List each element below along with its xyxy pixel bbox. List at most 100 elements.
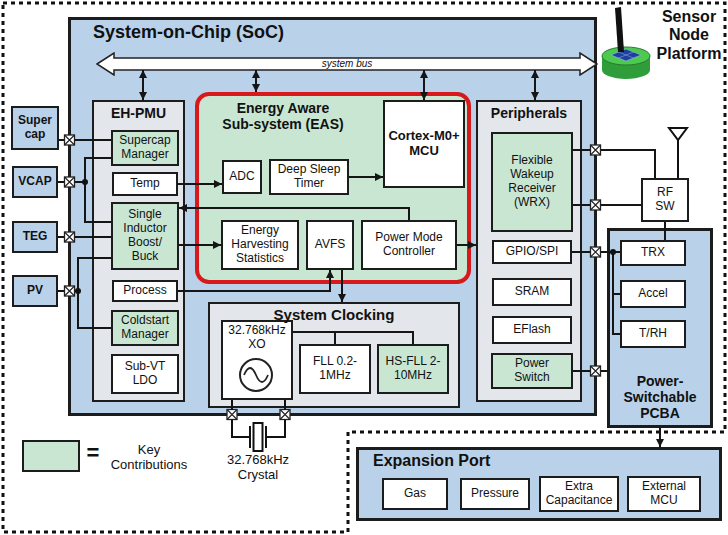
box-label: AVFS (315, 238, 345, 252)
pcba-block: Power-Switchable PCBA TRX AccelT/RH (607, 228, 713, 428)
source-box: Super cap (11, 106, 59, 150)
box-label: T/RH (639, 327, 667, 341)
antenna-symbol (669, 128, 687, 178)
box-label: TRX (641, 246, 665, 260)
crystal-symbol (232, 420, 285, 438)
box-label: PV (27, 284, 43, 298)
block-title: Energy Aware Sub-system (EAS) (221, 100, 345, 132)
box-label: Flexible Wakeup Receiver (WRX) (496, 154, 568, 209)
function-box: Energy Harvesting Statistics (221, 220, 299, 270)
function-box: T/RH (620, 320, 686, 348)
box-label: Sub-VT LDO (116, 360, 174, 388)
bus-label: system bus (322, 59, 373, 69)
function-box: Temp (112, 172, 178, 196)
box-label: Power Mode Controller (366, 231, 452, 259)
function-box: Cortex-M0+ MCU (383, 100, 465, 188)
box-label: HS-FLL 2-10MHz (382, 355, 444, 383)
legend-label: Key Contributions (102, 443, 196, 473)
box-label: Coldstart Manager (116, 314, 174, 342)
box-label: EFlash (513, 323, 550, 337)
function-box: 32.768kHz XO (221, 320, 293, 400)
device-illustration (602, 47, 650, 65)
function-box: Process (112, 280, 178, 302)
block-title: System-on-Chip (SoC) (93, 22, 353, 43)
device-illustration (615, 7, 624, 52)
function-box: ADC (222, 160, 262, 194)
function-box: Extra Capacitance (539, 476, 619, 512)
box-label: ADC (229, 170, 254, 184)
function-box: External MCU (627, 476, 701, 512)
peripheral-block: PeripheralsFlexible Wakeup Receiver (WRX… (476, 100, 582, 402)
function-box: Power Mode Controller (361, 220, 457, 270)
oscillator-symbol (236, 355, 276, 395)
box-label: FLL 0.2-1MHz (304, 355, 366, 383)
device-illustration (602, 61, 650, 79)
box-label: External MCU (632, 480, 696, 508)
box-label: Gas (404, 487, 426, 501)
function-box: TRX (620, 240, 686, 266)
function-box: Power Switch (491, 353, 573, 389)
function-box: Deep Sleep Timer (269, 159, 349, 195)
bus-arrow (97, 53, 597, 75)
crystal-symbol (250, 426, 266, 448)
function-box: RF SW (641, 178, 689, 222)
box-label: Supercap Manager (116, 134, 174, 162)
device-illustration (611, 49, 641, 61)
function-box: Single Inductor Boost/ Buck (111, 202, 179, 270)
function-box: FLL 0.2-1MHz (299, 344, 371, 394)
box-label: 32.768kHz XO (226, 324, 288, 352)
source-box: TEG (12, 221, 58, 253)
legend-swatch (22, 440, 80, 472)
box-label: VCAP (18, 175, 51, 189)
device-illustration (602, 7, 650, 79)
crystal-symbol (254, 423, 263, 451)
legend-equals: = (84, 440, 102, 465)
block-title: Expansion Port (373, 452, 593, 470)
box-label: Single Inductor Boost/ Buck (116, 208, 174, 263)
box-label: Cortex-M0+ MCU (388, 129, 460, 159)
box-label: GPIO/SPI (506, 245, 559, 259)
function-box: Gas (382, 478, 448, 510)
oscillator-symbol (240, 359, 272, 391)
source-box: VCAP (12, 166, 58, 198)
function-box: Flexible Wakeup Receiver (WRX) (491, 132, 573, 232)
label-slot: = (84, 440, 102, 465)
function-box: Sub-VT LDO (111, 354, 179, 394)
box-label: RF SW (646, 186, 684, 214)
box-label: Super cap (16, 114, 54, 142)
expansion-block: Expansion PortGas Pressure Extra Capacitan… (356, 447, 722, 521)
block-title: Power-Switchable PCBA (610, 373, 710, 421)
system-bus: system bus (96, 52, 598, 76)
block-title: System Clocking (210, 306, 458, 323)
legend-slot: Key Contributions (102, 443, 196, 473)
function-box: Supercap Manager (111, 130, 179, 166)
box-label: Temp (130, 177, 159, 191)
function-box: EFlash (492, 316, 572, 344)
antenna-symbol (677, 139, 679, 178)
oscillator-symbol (244, 368, 268, 382)
function-box: HS-FLL 2-10MHz (377, 344, 449, 394)
function-box: GPIO/SPI (492, 240, 572, 264)
box-label: Deep Sleep Timer (274, 163, 344, 191)
function-box: Accel (620, 280, 686, 308)
block-title: Sensor Node Platform (655, 8, 723, 63)
device-illustration (602, 56, 650, 70)
label-slot: 32.768kHz Crystal (213, 453, 303, 483)
box-label: Accel (638, 287, 667, 301)
box-label: Process (123, 284, 166, 298)
function-box: SRAM (492, 278, 572, 306)
source-box: PV (12, 275, 58, 307)
block-title: Peripherals (478, 105, 580, 121)
block-title: EH-PMU (94, 105, 183, 121)
soc-block: System-on-Chip (SoC) system busEH-PMU Supe… (68, 17, 597, 416)
part-label: 32.768kHz Crystal (213, 453, 303, 483)
clock-block: System Clocking32.768kHz XO FLL 0.2-1MHz H… (208, 302, 460, 408)
box-label: Energy Harvesting Statistics (226, 224, 294, 265)
function-box: Pressure (460, 478, 530, 510)
function-box: AVFS (306, 220, 354, 270)
device-illustration (619, 52, 634, 58)
subsystem-block: Energy Aware Sub-system (EAS) ADC Deep Sle… (195, 92, 471, 284)
box-label: Power Switch (496, 357, 568, 385)
